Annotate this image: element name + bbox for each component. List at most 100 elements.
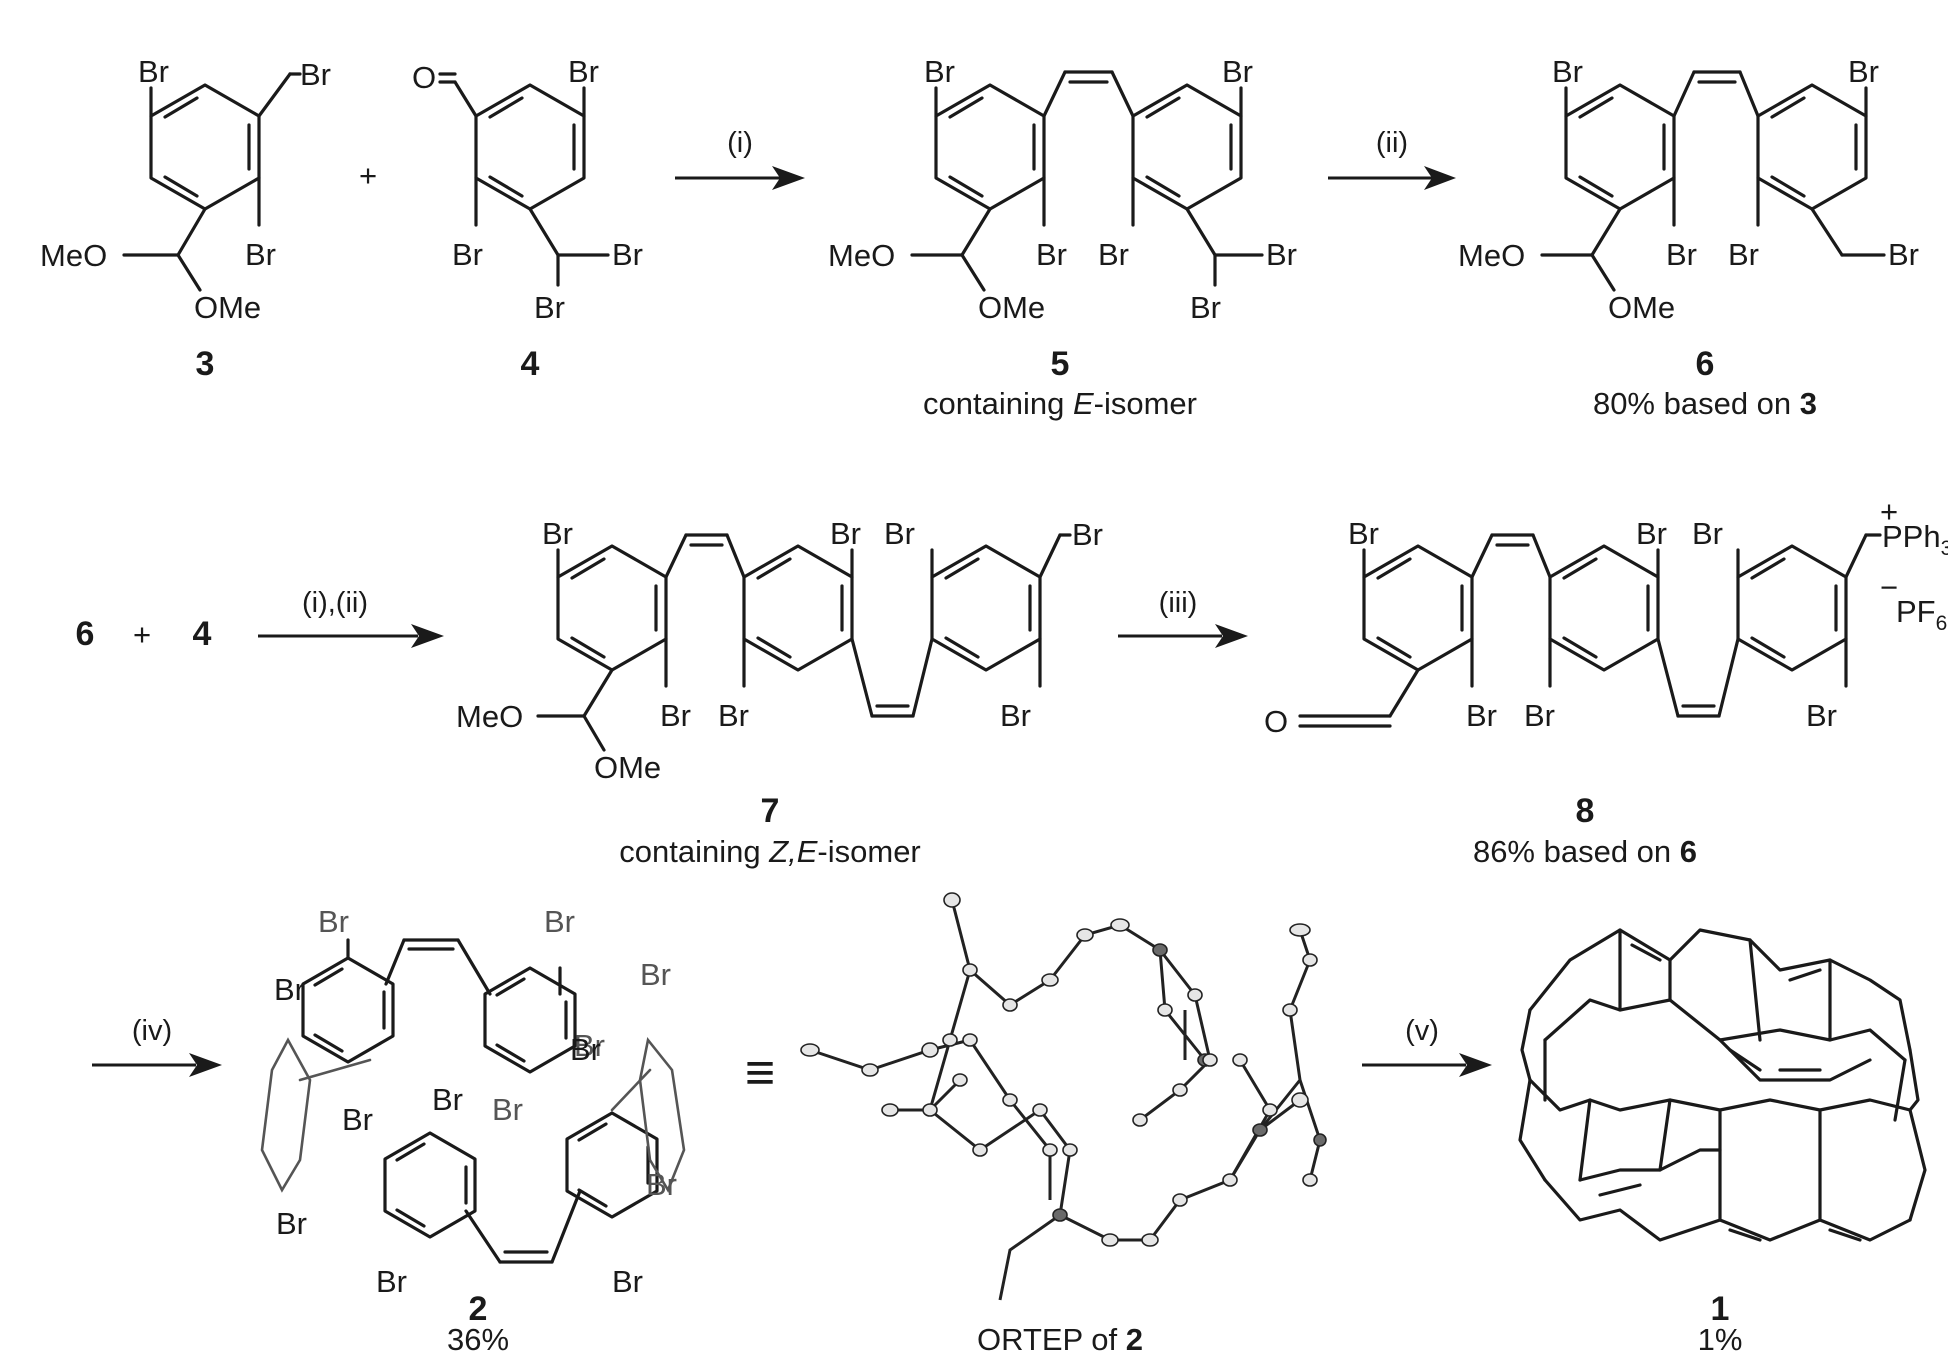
atom-br: Br bbox=[1466, 698, 1497, 733]
compound-caption: 86% based on 6 bbox=[1473, 834, 1697, 869]
ortep-caption: ORTEP of 2 bbox=[977, 1322, 1143, 1353]
atom-br: Br bbox=[542, 516, 573, 551]
compound-3: Br Br Br MeO OMe 3 bbox=[40, 54, 331, 383]
arrow-step-iv: (iv) bbox=[92, 1015, 222, 1077]
condition-label: (ii) bbox=[1376, 127, 1408, 159]
atom-br: Br bbox=[274, 972, 305, 1007]
atom-br: Br bbox=[830, 516, 861, 551]
atom-br: Br bbox=[660, 698, 691, 733]
atom-br: Br bbox=[276, 1206, 307, 1241]
atom-br: Br bbox=[1000, 698, 1031, 733]
atom-br: Br bbox=[612, 237, 643, 272]
compound-caption: 80% based on 3 bbox=[1593, 386, 1817, 421]
atom-br: Br bbox=[1728, 237, 1759, 272]
condition-label: (i),(ii) bbox=[302, 587, 368, 619]
atom-br: Br bbox=[568, 54, 599, 89]
atom-ome: OMe bbox=[594, 750, 661, 785]
atom-br: Br bbox=[1888, 237, 1919, 272]
atom-meo: MeO bbox=[828, 238, 895, 273]
atom-br: Br bbox=[640, 957, 671, 992]
compound-number: 5 bbox=[1051, 345, 1070, 383]
compound-caption: 1% bbox=[1698, 1322, 1743, 1353]
atom-br: Br bbox=[612, 1264, 643, 1299]
atom-br: Br bbox=[432, 1082, 463, 1117]
atom-br: Br bbox=[1666, 237, 1697, 272]
atom-br: Br bbox=[1190, 290, 1221, 325]
reactant-6-label: 6 bbox=[76, 615, 95, 653]
arrow-step-i: (i) bbox=[675, 127, 805, 190]
reactant-4-label: 4 bbox=[193, 615, 212, 653]
arrow-step-i-ii: (i),(ii) bbox=[258, 587, 444, 648]
atom-br: Br bbox=[646, 1167, 677, 1202]
compound-5: Br Br Br Br MeO OMe Br Br 5 containing E… bbox=[828, 54, 1297, 421]
atom-br: Br bbox=[452, 237, 483, 272]
compound-caption: containing Z,E-isomer bbox=[619, 834, 921, 869]
atom-ome: OMe bbox=[194, 290, 261, 325]
atom-br: Br bbox=[1266, 237, 1297, 272]
atom-br: Br bbox=[570, 1032, 601, 1067]
compound-caption: containing E-isomer bbox=[923, 386, 1197, 421]
atom-br: Br bbox=[1524, 698, 1555, 733]
arrow-step-ii: (ii) bbox=[1328, 127, 1456, 190]
ortep-structure: ORTEP of 2 bbox=[800, 892, 1327, 1353]
atom-o: O bbox=[1264, 704, 1288, 739]
charge-plus: + bbox=[1880, 494, 1898, 529]
compound-number: 2 bbox=[469, 1290, 488, 1328]
atom-meo: MeO bbox=[456, 699, 523, 734]
compound-number: 3 bbox=[196, 345, 215, 383]
condition-label: (iv) bbox=[132, 1015, 172, 1047]
atom-br: Br bbox=[1848, 54, 1879, 89]
atom-br: Br bbox=[1636, 516, 1667, 551]
compound-number: 1 bbox=[1711, 1290, 1730, 1328]
atom-o: O bbox=[412, 60, 436, 95]
condition-label: (v) bbox=[1405, 1015, 1439, 1047]
condition-label: (iii) bbox=[1159, 587, 1198, 619]
atom-br: Br bbox=[376, 1264, 407, 1299]
atom-br: Br bbox=[300, 57, 331, 92]
atom-br: Br bbox=[924, 54, 955, 89]
atom-meo: MeO bbox=[1458, 238, 1525, 273]
atom-ome: OMe bbox=[1608, 290, 1675, 325]
compound-2: Br Br Br Br Br Br Br Br Br Br Br Br Br 2… bbox=[260, 904, 686, 1353]
compound-1: 1 1% bbox=[1518, 928, 1927, 1353]
atom-br: Br bbox=[884, 516, 915, 551]
atom-br: Br bbox=[492, 1092, 523, 1127]
atom-br: Br bbox=[318, 904, 349, 939]
charge-minus: − bbox=[1880, 570, 1898, 605]
arrow-step-iii: (iii) bbox=[1118, 587, 1248, 648]
atom-br: Br bbox=[544, 904, 575, 939]
atom-br: Br bbox=[1692, 516, 1723, 551]
atom-br: Br bbox=[342, 1102, 373, 1137]
plus-sign: + bbox=[133, 617, 151, 652]
compound-number: 4 bbox=[521, 345, 540, 383]
compound-7: Br Br Br Br Br Br Br MeO OMe 7 containin… bbox=[456, 516, 1103, 869]
plus-sign: + bbox=[359, 158, 377, 193]
atom-br: Br bbox=[534, 290, 565, 325]
atom-br: Br bbox=[1348, 516, 1379, 551]
compound-caption: 36% bbox=[447, 1322, 509, 1353]
atom-br: Br bbox=[138, 54, 169, 89]
atom-br: Br bbox=[1098, 237, 1129, 272]
atom-ome: OMe bbox=[978, 290, 1045, 325]
arrow-step-v: (v) bbox=[1362, 1015, 1492, 1077]
atom-br: Br bbox=[1552, 54, 1583, 89]
atom-br: Br bbox=[1036, 237, 1067, 272]
condition-label: (i) bbox=[727, 127, 753, 159]
atom-br: Br bbox=[574, 1028, 605, 1063]
compound-6: Br Br Br Br MeO OMe Br 6 80% based on 3 bbox=[1458, 54, 1919, 421]
compound-number: 7 bbox=[761, 792, 780, 830]
ortep-ellipsoids bbox=[800, 892, 1327, 1247]
atom-pf6: PF6 bbox=[1896, 594, 1947, 635]
atom-pph3: PPh3 bbox=[1882, 519, 1948, 560]
compound-number: 8 bbox=[1576, 792, 1595, 830]
equivalence-sign: ≡ bbox=[745, 1044, 775, 1102]
atom-br: Br bbox=[1222, 54, 1253, 89]
atom-br: Br bbox=[245, 237, 276, 272]
compound-4: O Br Br Br Br 4 bbox=[412, 54, 643, 383]
atom-br: Br bbox=[718, 698, 749, 733]
atom-meo: MeO bbox=[40, 238, 107, 273]
atom-br: Br bbox=[1806, 698, 1837, 733]
compound-number: 6 bbox=[1696, 345, 1715, 383]
compound-8: Br Br Br PPh3 + − PF6 Br Br Br O 8 86% b… bbox=[1264, 494, 1948, 869]
